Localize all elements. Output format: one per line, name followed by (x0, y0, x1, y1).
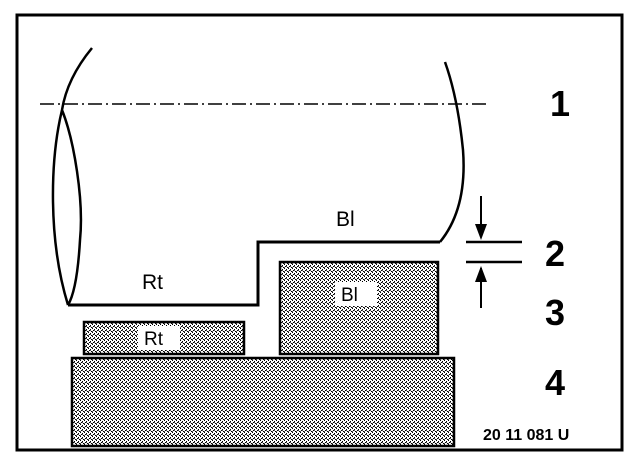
cylinder-right-break (439, 61, 465, 243)
base-plate (70, 356, 456, 448)
label-rt-upper: Rt (142, 271, 163, 294)
label-bl-upper: Bl (336, 208, 355, 231)
label-bl-block: Bl (341, 285, 358, 306)
label-rt-block: Rt (144, 329, 164, 350)
callout-2: 2 (545, 233, 565, 274)
bl-block (278, 260, 440, 356)
figure-code: 20 11 081 U (483, 427, 569, 444)
callout-4: 4 (545, 362, 565, 403)
stepped-contour (68, 240, 440, 307)
bl-block-label-bg (335, 282, 377, 306)
callout-1: 1 (550, 83, 570, 124)
callout-3: 3 (545, 292, 565, 333)
cylinder-left-end (51, 47, 93, 306)
diagram-frame (15, 13, 624, 452)
gap-dimension (466, 196, 522, 308)
rt-block-label-bg (138, 326, 180, 350)
